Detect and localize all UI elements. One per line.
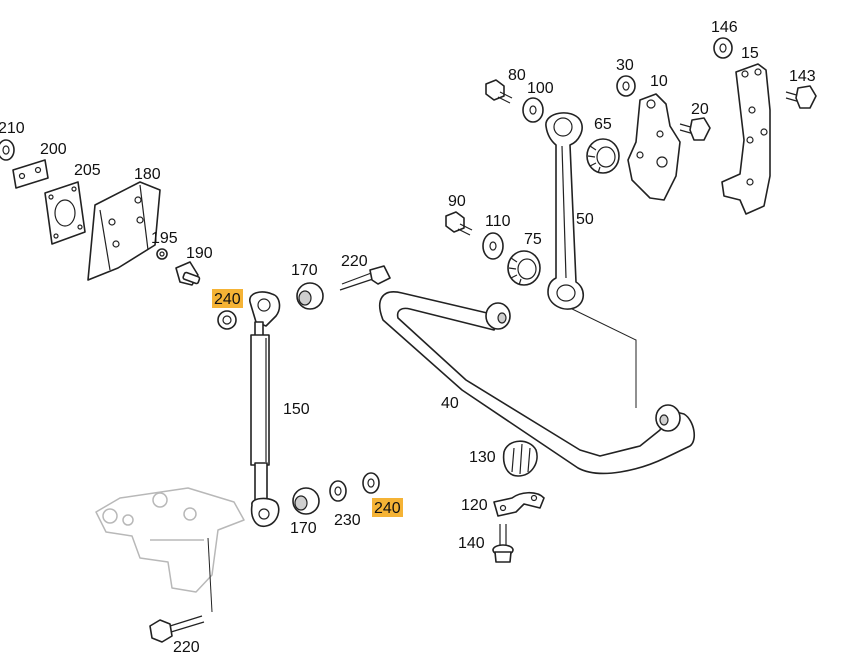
part-130-bushing[interactable] [502,440,538,477]
label-240-lower[interactable]: 240 [374,500,401,517]
label-15: 15 [741,45,759,62]
part-30-washer[interactable] [616,75,636,97]
label-65: 65 [594,116,612,133]
label-90: 90 [448,193,466,210]
part-65-bearing[interactable] [586,138,620,174]
label-170-lower: 170 [290,520,317,537]
part-180-bracket[interactable] [87,181,161,281]
label-210: 210 [0,120,25,137]
label-50: 50 [576,211,594,228]
label-200: 200 [40,141,67,158]
label-220-lower: 220 [173,639,200,656]
highlight-240-upper [212,289,243,308]
part-220-bolt-upper[interactable] [339,265,391,291]
label-140: 140 [458,535,485,552]
part-200-plate[interactable] [12,159,49,189]
label-195: 195 [151,230,178,247]
part-40-stabilizer-bar[interactable] [378,291,696,475]
part-120-clamp[interactable] [493,491,545,517]
part-230-washer[interactable] [329,480,347,502]
part-143-bolt[interactable] [785,85,817,109]
part-220-bolt-lower[interactable] [149,615,205,643]
label-80: 80 [508,67,526,84]
label-130: 130 [469,449,496,466]
highlight-240-lower [372,498,403,517]
part-170-bushing-lower[interactable] [292,487,320,515]
label-75: 75 [524,231,542,248]
part-100-washer[interactable] [522,97,544,123]
part-240-nut-lower[interactable] [362,472,380,494]
label-146: 146 [711,19,738,36]
part-20-bolt[interactable] [679,117,711,141]
part-75-bearing[interactable] [507,250,541,286]
part-10-bracket[interactable] [627,93,681,201]
leader-50-to-bar [565,305,637,408]
part-110-washer[interactable] [482,232,504,260]
part-140-bolt[interactable] [492,524,514,563]
label-240-upper[interactable]: 240 [214,291,241,308]
part-195-washer[interactable] [156,248,168,260]
part-90-bolt[interactable] [445,211,473,236]
part-146-washer[interactable] [713,37,733,59]
part-150-shock-absorber[interactable] [249,291,281,528]
label-110: 110 [485,213,511,230]
label-150: 150 [283,401,310,418]
part-15-hanger[interactable] [721,63,771,215]
label-100: 100 [527,80,554,97]
label-143: 143 [789,68,816,85]
label-205: 205 [74,162,101,179]
label-20: 20 [691,101,709,118]
part-80-bolt[interactable] [485,79,513,104]
label-40: 40 [441,395,459,412]
part-50-link-arm[interactable] [545,112,585,310]
part-240-nut-upper[interactable] [217,310,237,330]
label-230: 230 [334,512,361,529]
label-10: 10 [650,73,668,90]
part-190-bolt[interactable] [175,261,201,286]
part-205-gasket[interactable] [44,181,86,245]
label-120: 120 [461,497,488,514]
label-30: 30 [616,57,634,74]
part-170-bushing-upper[interactable] [296,282,324,310]
label-220-upper: 220 [341,253,368,270]
part-210-washer[interactable] [0,139,15,161]
label-170-upper: 170 [291,262,318,279]
label-180: 180 [134,166,161,183]
axle-bracket-ghost [95,487,245,613]
label-190: 190 [186,245,213,262]
